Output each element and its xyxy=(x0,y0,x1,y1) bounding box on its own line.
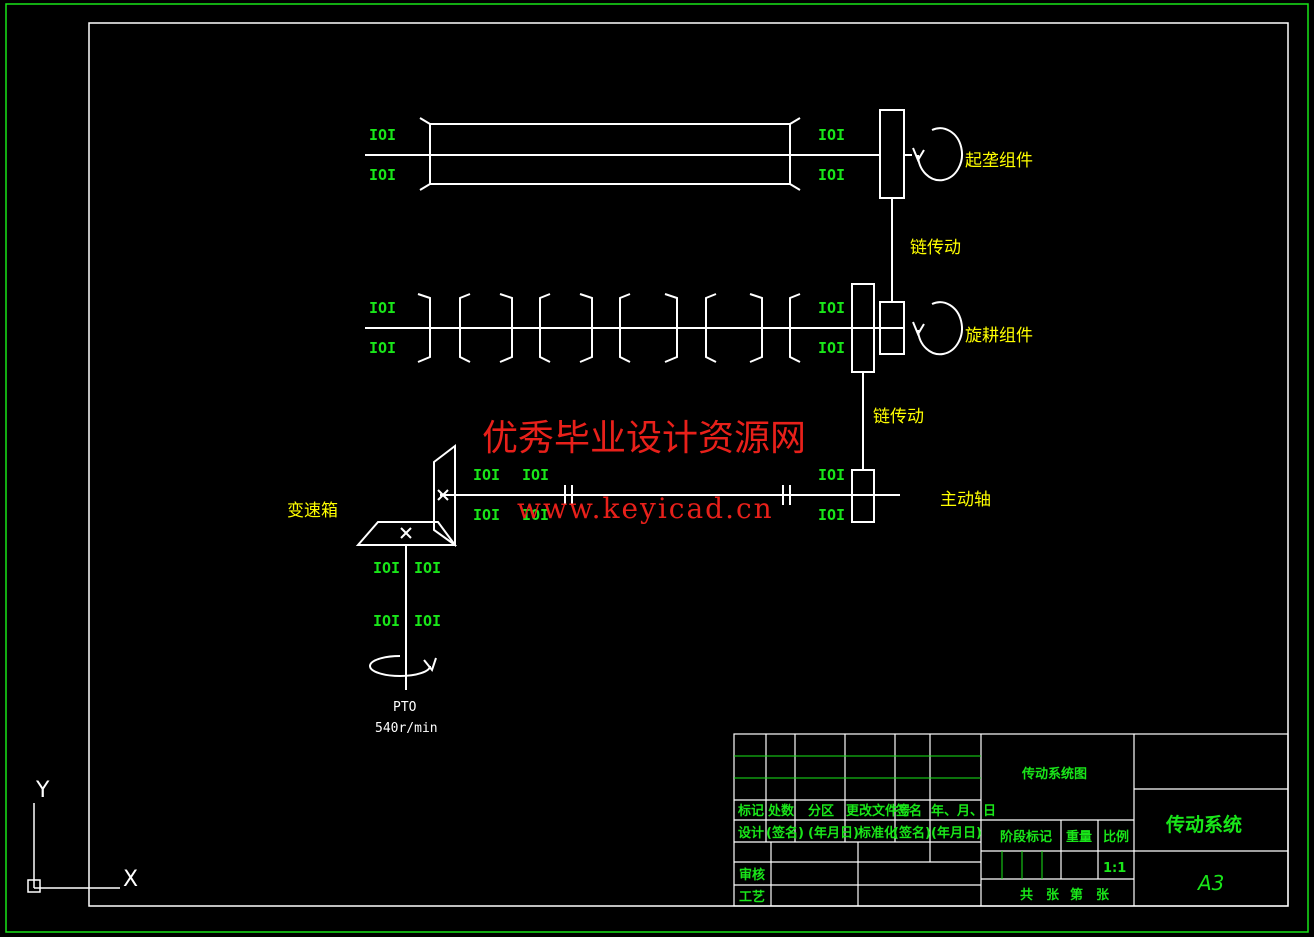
label-pto-speed: 540r/min xyxy=(375,721,438,736)
tb-process: 工艺 xyxy=(739,889,765,905)
watermark-url: www.keyicad.cn xyxy=(517,492,774,525)
label-rotary-assembly: 旋耕组件 xyxy=(965,326,1033,346)
tb-sheet-size: A3 xyxy=(1196,871,1224,895)
label-gearbox: 变速箱 xyxy=(287,501,338,521)
bearing-symbol: IOI xyxy=(818,339,845,357)
tb-row-label: 签名 xyxy=(895,803,922,819)
tb-sheet-word: 第 xyxy=(1070,887,1083,903)
watermark-cn: 优秀毕业设计资源网 xyxy=(482,418,806,459)
tb-row-label: 标记 xyxy=(737,803,764,819)
bearing-symbol: IOI xyxy=(522,466,549,484)
tb-weight: 重量 xyxy=(1066,829,1092,845)
bearings: IOI IOI IOI IOI IOI IOI IOI IOI IOI IOI … xyxy=(369,126,845,630)
rotation-arrow-mid xyxy=(917,301,963,356)
tb-stage-mark: 阶段标记 xyxy=(1000,829,1052,845)
bearing-symbol: IOI xyxy=(818,299,845,317)
bearing-symbol: IOI xyxy=(414,612,441,630)
tb-sign-label: 标准化 xyxy=(857,825,897,841)
bearing-symbol: IOI xyxy=(818,166,845,184)
mid-small-sprocket xyxy=(879,301,905,355)
label-pto: PTO xyxy=(393,700,417,715)
bearing-symbol: IOI xyxy=(369,339,396,357)
rotation-arrow-mid-head xyxy=(912,321,925,337)
title-block-rules xyxy=(734,755,1043,879)
tb-sign-label: (年月日) xyxy=(808,825,859,841)
rotation-arrow-pto-head xyxy=(423,657,437,673)
ucs-y-label: Y xyxy=(35,778,50,803)
bearing-symbol: IOI xyxy=(373,612,400,630)
tb-sheet-word: 张 xyxy=(1096,888,1110,903)
tb-sign-label: (签名) xyxy=(893,825,931,841)
bearing-symbol: IOI xyxy=(522,506,549,524)
rotation-arrow-pto xyxy=(369,655,431,677)
tb-row-label: 分区 xyxy=(808,803,834,819)
main-sprocket xyxy=(851,469,875,523)
top-drum xyxy=(429,123,791,185)
bevel-gear-horizontal xyxy=(355,521,457,546)
coupling-2 xyxy=(782,485,791,505)
tb-sign-label: (年月日) xyxy=(931,825,982,841)
tb-row-label: 处数 xyxy=(767,803,795,819)
rotation-arrow-top-head xyxy=(912,147,925,163)
top-drum-right-cap xyxy=(789,117,801,191)
gear-cross-1 xyxy=(437,489,449,501)
bearing-symbol: IOI xyxy=(473,466,500,484)
outer-frame xyxy=(5,3,1309,933)
tb-drawing-name: 传动系统图 xyxy=(1021,766,1087,782)
tb-sheet-word: 张 xyxy=(1046,888,1060,903)
tb-scale: 1:1 xyxy=(1103,861,1126,876)
title-block xyxy=(733,733,1289,907)
rotation-arrow-top xyxy=(917,127,963,182)
ucs-icon xyxy=(27,803,120,893)
bearing-symbol: IOI xyxy=(414,559,441,577)
tb-ratio: 比例 xyxy=(1103,829,1129,845)
rotary-blades xyxy=(417,293,801,363)
bearing-symbol: IOI xyxy=(818,466,845,484)
bearing-symbol: IOI xyxy=(369,166,396,184)
ucs-x-label: X xyxy=(123,867,138,892)
bearing-symbol: IOI xyxy=(473,506,500,524)
bearing-symbol: IOI xyxy=(373,559,400,577)
label-chain-drive-lower: 链传动 xyxy=(873,407,924,427)
bearing-symbol: IOI xyxy=(818,126,845,144)
tb-sheet-word: 共 xyxy=(1020,887,1033,903)
tb-part-name: 传动系统 xyxy=(1165,813,1242,836)
tb-row-label: 年、月、日 xyxy=(931,803,996,819)
tb-review: 审核 xyxy=(739,867,765,883)
bearing-symbol: IOI xyxy=(369,126,396,144)
bearing-symbol: IOI xyxy=(818,506,845,524)
tb-row-label: 更改文件号 xyxy=(846,803,911,819)
top-drum-left-cap xyxy=(419,117,431,191)
label-lift-assembly: 起垄组件 xyxy=(965,151,1033,171)
coupling-1 xyxy=(564,485,573,505)
tb-sign-label: 设计 xyxy=(738,825,764,841)
label-main-shaft: 主动轴 xyxy=(940,490,991,510)
gear-cross-2 xyxy=(400,527,412,539)
tb-sign-label: (签名) xyxy=(766,825,804,841)
bearing-symbol: IOI xyxy=(369,299,396,317)
top-sprocket xyxy=(879,109,905,199)
transmission-diagram xyxy=(355,109,963,690)
label-chain-drive-upper: 链传动 xyxy=(910,238,961,258)
drawing-border xyxy=(88,22,1289,907)
